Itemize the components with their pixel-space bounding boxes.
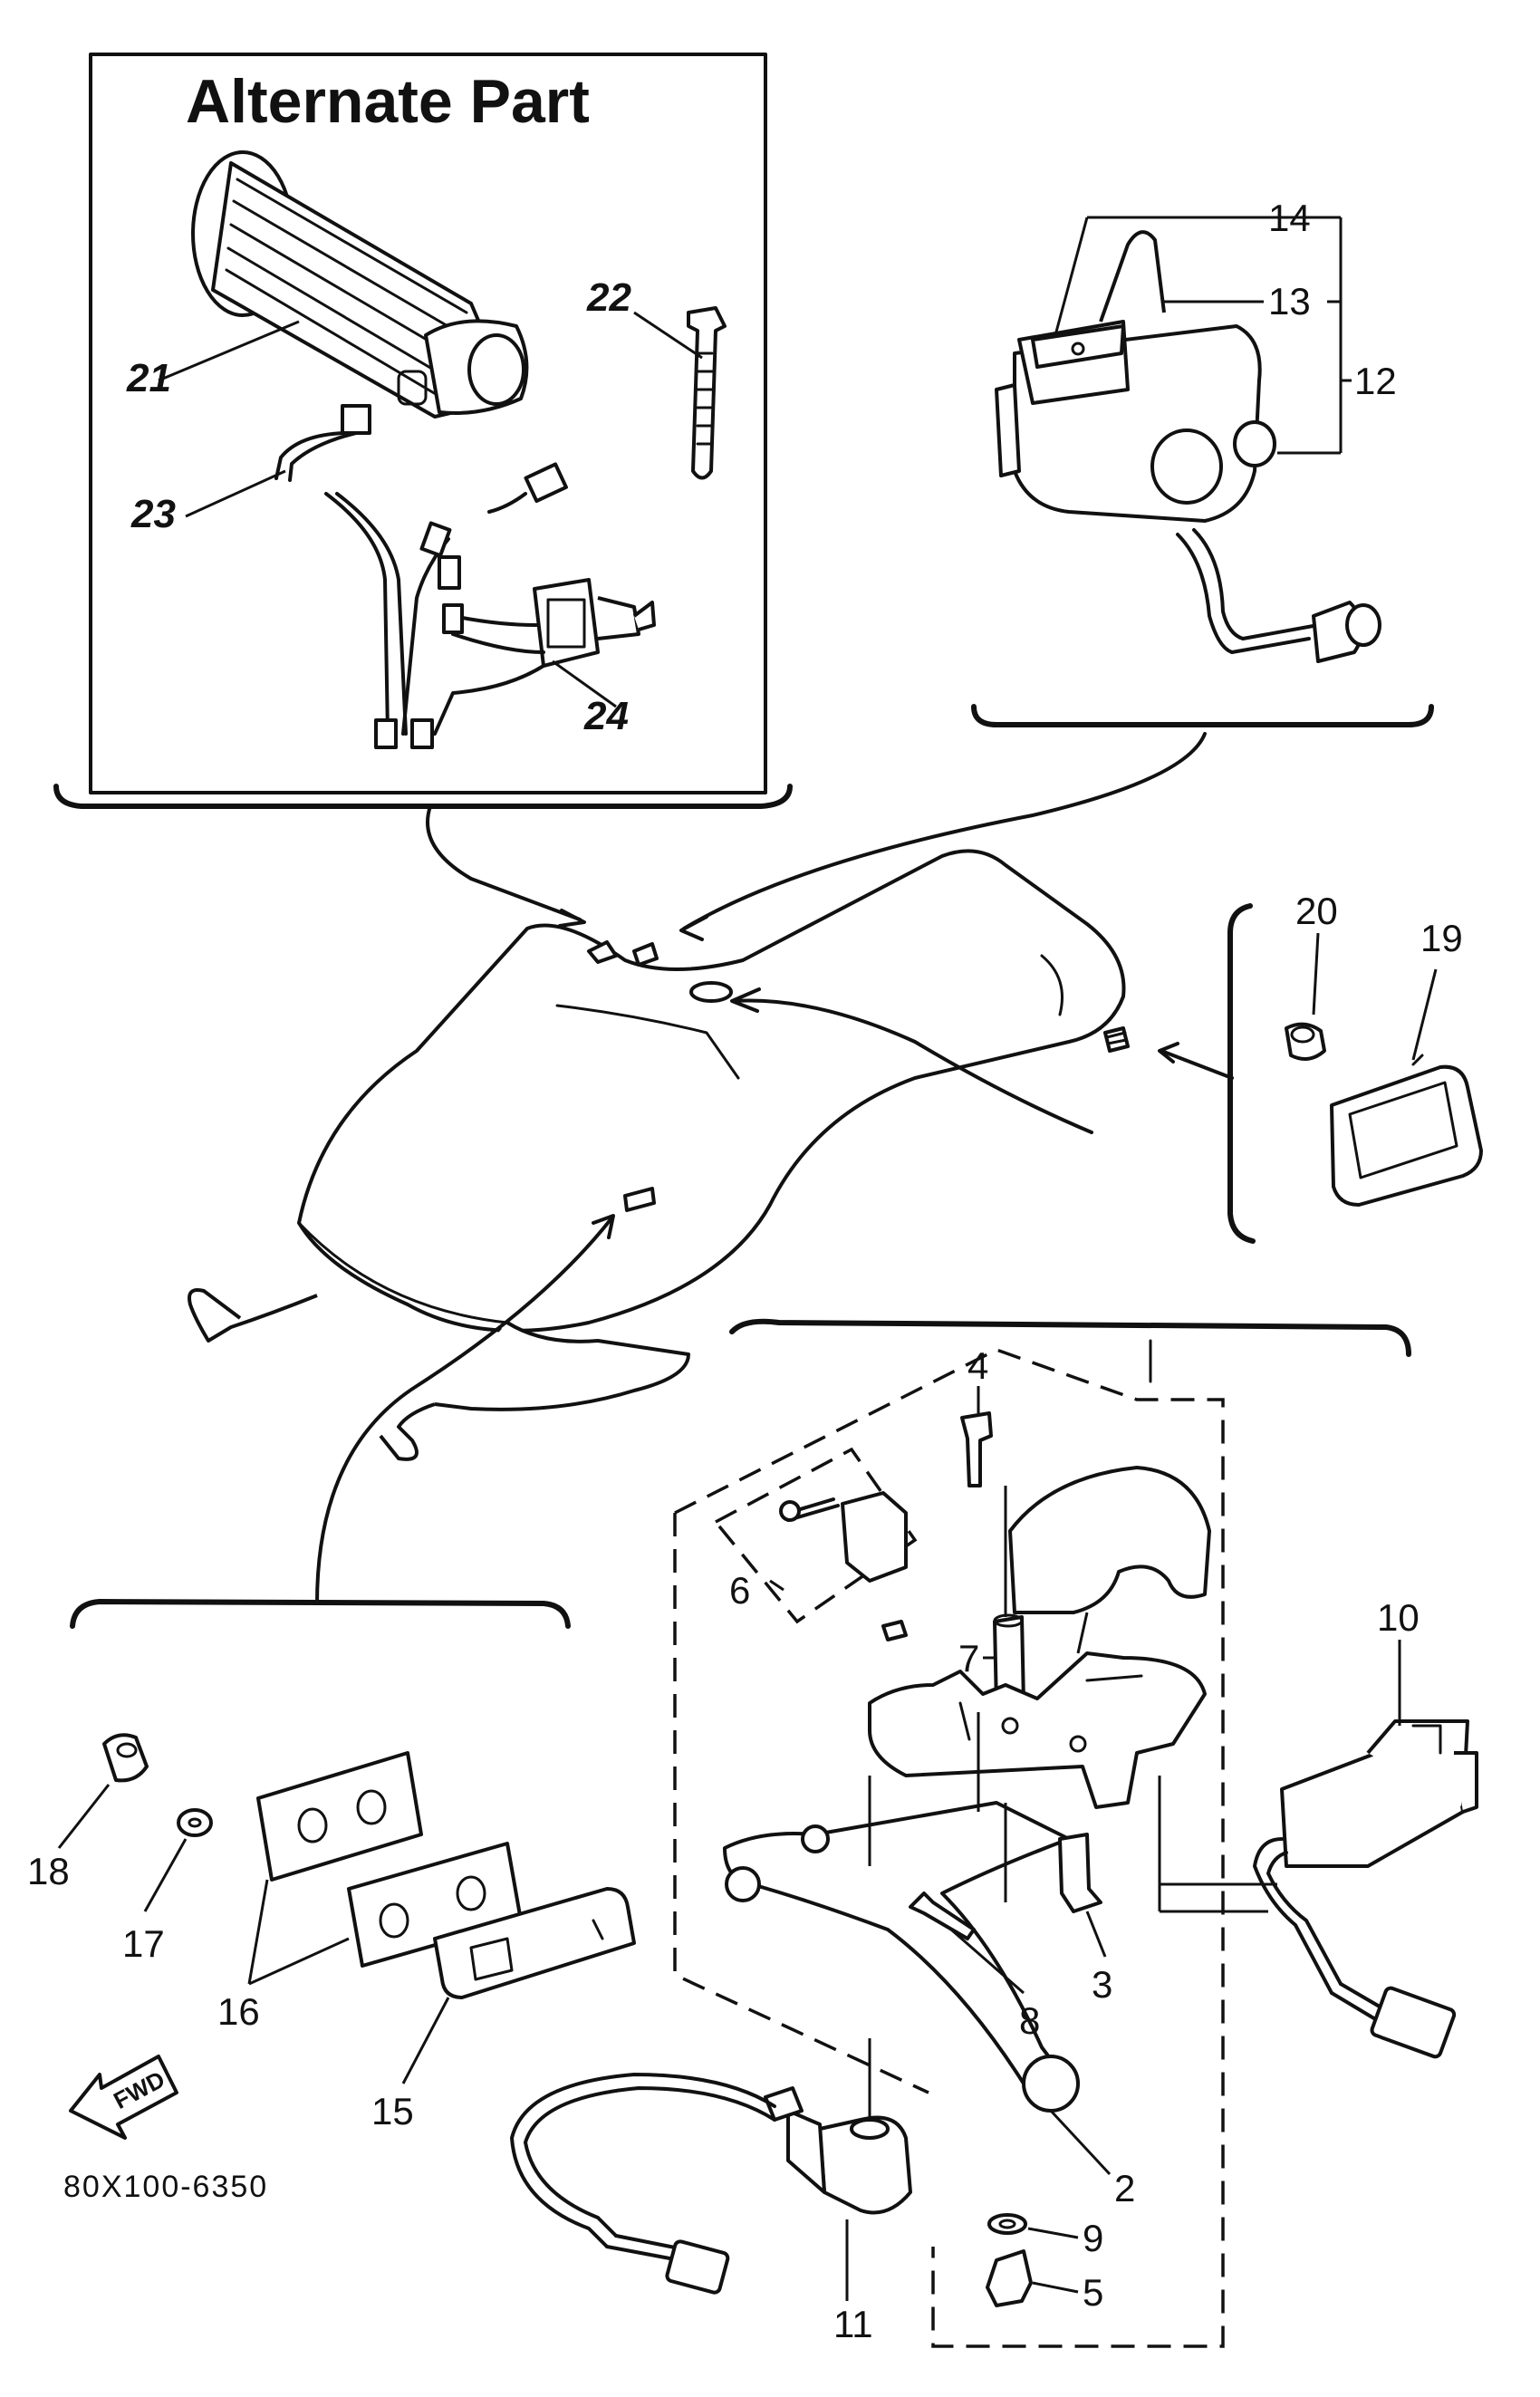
inset-frame bbox=[89, 53, 767, 794]
switch-inset-bracket bbox=[971, 704, 1434, 727]
inset-title: Alternate Part bbox=[186, 67, 590, 136]
callout-17: 17 bbox=[122, 1922, 165, 1965]
connector-part bbox=[1253, 1719, 1478, 2059]
callout-2: 2 bbox=[1114, 2167, 1135, 2209]
arrow-lever-to-body bbox=[732, 998, 1093, 1134]
grip-part bbox=[191, 150, 529, 419]
arrow-side-reflector bbox=[1160, 1049, 1234, 1080]
callout-15: 15 bbox=[371, 2090, 414, 2132]
inset-bracket bbox=[53, 784, 793, 809]
callout-12: 12 bbox=[1354, 360, 1397, 402]
callout-22: 22 bbox=[586, 275, 631, 320]
callout-11: 11 bbox=[833, 2303, 873, 2345]
callout-16: 16 bbox=[217, 1990, 260, 2033]
callout-14: 14 bbox=[1268, 197, 1311, 239]
callout-7: 7 bbox=[958, 1637, 979, 1680]
callout-13: 13 bbox=[1268, 280, 1311, 322]
callout-18: 18 bbox=[27, 1850, 70, 1892]
callout-10: 10 bbox=[1377, 1596, 1420, 1639]
switch-housing-inset bbox=[971, 230, 1434, 727]
rear-reflector-group bbox=[70, 1598, 636, 1999]
forward-arrow-icon: FWD bbox=[69, 2055, 178, 2140]
side-reflector-inset bbox=[1227, 903, 1483, 1244]
callout-3: 3 bbox=[1092, 1963, 1112, 2006]
alternate-part-inset: Alternate Part 21 22 bbox=[53, 53, 793, 809]
callout-6: 6 bbox=[729, 1569, 750, 1612]
switch-subassembly-box bbox=[713, 1447, 918, 1624]
callout-8: 8 bbox=[1019, 1999, 1040, 2042]
snowmobile-body bbox=[188, 849, 1130, 1461]
callout-21: 21 bbox=[126, 356, 171, 400]
switch-part bbox=[433, 578, 656, 736]
wiring-harness-part bbox=[274, 404, 568, 749]
brake-lever-assembly bbox=[510, 1318, 1411, 2348]
callout-9: 9 bbox=[1083, 2217, 1103, 2259]
callout-20: 20 bbox=[1295, 890, 1338, 932]
callout-23: 23 bbox=[130, 492, 176, 536]
callout-4: 4 bbox=[967, 1344, 988, 1387]
callout-5: 5 bbox=[1083, 2271, 1103, 2314]
tie-strap-part bbox=[687, 306, 727, 480]
callout-24: 24 bbox=[583, 694, 629, 738]
diagram-code: 80X100-6350 bbox=[63, 2170, 268, 2204]
arrow-switch-to-body bbox=[682, 732, 1207, 930]
arrow-inset-to-body bbox=[426, 804, 582, 921]
arrow-reflector-to-body bbox=[315, 1217, 613, 1605]
callout-19: 19 bbox=[1420, 917, 1463, 959]
